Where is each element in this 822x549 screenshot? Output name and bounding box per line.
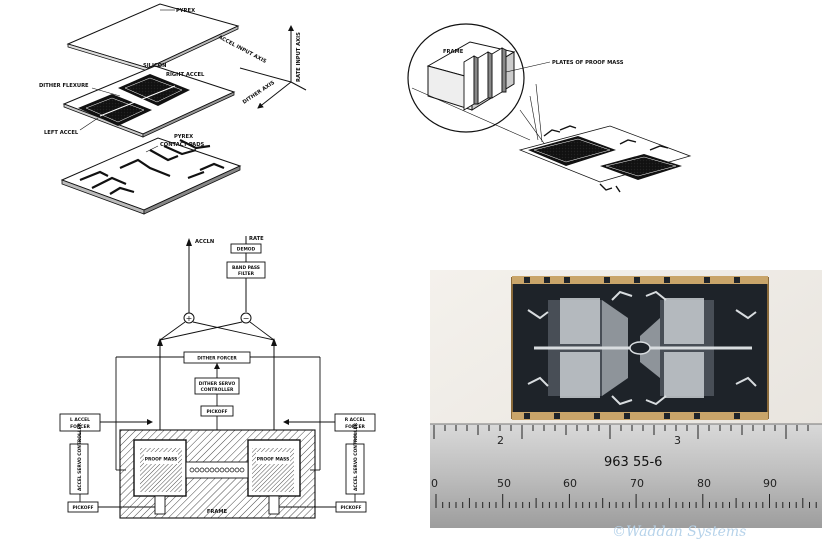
pickoff-right-label: PICKOFF [340,505,361,511]
frame-label-block: FRAME [207,509,228,515]
dither-forcer-label: DITHER FORCER [197,356,237,362]
ruler-mm-90: 90 [763,477,777,490]
plus-sign: + [186,314,193,323]
ruler-inch-2: 2 [497,434,504,447]
l-accel-forcer-label-2: FORCER [70,424,90,430]
ruler-mm-60: 60 [563,477,577,490]
pyrex-bottom-label: PYREX [174,134,193,140]
sum-junction-minus [240,312,252,324]
silicon-label: SILICON [143,63,166,69]
dither-axis-label: DITHER AXIS [242,80,276,106]
dither-flexure-label: DITHER FLEXURE [39,83,89,89]
proof-mass-right-label: PROOF MASS [257,457,290,463]
pickoff-center-label: PICKOFF [206,409,227,415]
accel-input-axis-label: ACCEL INPUT AXIS [217,34,267,65]
r-accel-forcer-label-2: FORCER [345,424,365,430]
r-accel-servo-label: ACCEL SERVO CONTROLLER [353,422,359,491]
band-pass-label-1: BAND PASS [232,265,260,271]
left-accel-label: LEFT ACCEL [44,130,79,136]
dither-servo-label-2: CONTROLLER [201,387,234,393]
rate-label: RATE [249,236,264,242]
ruler-code: 963 55-6 [604,455,662,470]
r-accel-forcer-label-1: R ACCEL [345,417,366,423]
l-accel-forcer-label-1: L ACCEL [70,417,90,423]
ruler-mm-80: 80 [697,477,711,490]
right-accel-label: RIGHT ACCEL [166,72,205,78]
l-accel-servo-label: ACCEL SERVO CONTROLLER [77,422,83,491]
pickoff-left-label: PICKOFF [72,505,93,511]
ruler-inch-3: 3 [674,434,681,447]
plates-label: PLATES OF PROOF MASS [552,60,624,66]
dither-servo-label-1: DITHER SERVO [199,381,236,387]
ruler-mm-partial: 0 [431,477,438,490]
demod-label: DEMOD [237,247,256,253]
band-pass-label-2: FILTER [238,271,255,277]
rate-input-axis-label: RATE INPUT AXIS [296,32,302,82]
block-diagram: ACCLN RATE DEMOD BAND PASS FILTER + − DI… [59,236,376,519]
exploded-view: PYREX SILICON RIGHT ACCEL DITHER FLEXURE… [39,3,307,215]
accln-label: ACCLN [195,239,214,245]
detail-view: FRAME PLATES OF PROOF MASS [407,23,692,193]
proof-mass-left-label: PROOF MASS [145,457,178,463]
l-accel-servo-box [69,443,89,495]
minus-sign: − [243,314,250,323]
sensor-photo: 2 3 963 55-6 0 50 60 70 80 90 [430,270,822,528]
watermark: ©Waddan Systems [612,524,747,540]
pyrex-top-label: PYREX [176,8,195,14]
sum-junction-plus [183,312,195,324]
ruler-mm-50: 50 [497,477,511,490]
frame-label: FRAME [443,49,464,55]
ruler-mm-70: 70 [630,477,644,490]
contact-pads-label: CONTACT PADS [160,142,205,148]
